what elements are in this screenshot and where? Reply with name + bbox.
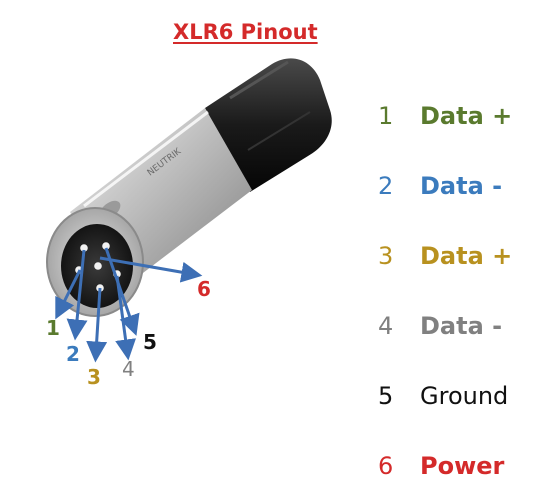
boot-ridge — [247, 111, 311, 151]
legend-item-2: 2 Data - — [378, 151, 548, 221]
legend-number: 3 — [378, 242, 394, 270]
legend-item-4: 4 Data - — [378, 291, 548, 361]
legend-item-1: 1 Data + — [378, 81, 548, 151]
legend-number: 1 — [378, 102, 394, 130]
pinout-legend: 1 Data + 2 Data - 3 Data + 4 Data - 5 Gr… — [378, 81, 548, 501]
xlr-connector-illustration: NEUTRIK — [46, 58, 332, 363]
pin-contact — [102, 242, 110, 250]
legend-label: Data + — [420, 242, 513, 270]
legend-item-6: 6 Power — [378, 431, 548, 501]
pin-2-arrow — [66, 249, 88, 341]
pin-label-2: 2 — [66, 342, 80, 366]
pin-label-5: 5 — [143, 330, 157, 354]
diagram-title: XLR6 Pinout — [173, 20, 318, 44]
boot-ridge — [229, 60, 289, 100]
pin-1-arrow — [55, 269, 82, 320]
legend-number: 6 — [378, 452, 394, 480]
legend-label: Power — [420, 452, 505, 480]
pin-6-arrow — [99, 256, 203, 283]
legend-number: 4 — [378, 312, 394, 340]
pin-contact — [94, 262, 102, 270]
legend-label: Data - — [420, 172, 503, 200]
connector-boot — [205, 58, 332, 192]
legend-label: Ground — [420, 382, 509, 410]
pin-label-3: 3 — [87, 365, 101, 389]
shell-highlight — [83, 110, 209, 208]
legend-item-3: 3 Data + — [378, 221, 548, 291]
legend-number: 5 — [378, 382, 394, 410]
pin-label-1: 1 — [46, 316, 60, 340]
pin-label-4: 4 — [122, 357, 135, 381]
legend-item-5: 5 Ground — [378, 361, 548, 431]
pin-3-arrow — [86, 287, 108, 363]
legend-label: Data + — [420, 102, 513, 130]
pin-contact — [80, 244, 88, 252]
legend-label: Data - — [420, 312, 503, 340]
pin-label-6: 6 — [197, 277, 211, 301]
legend-number: 2 — [378, 172, 394, 200]
